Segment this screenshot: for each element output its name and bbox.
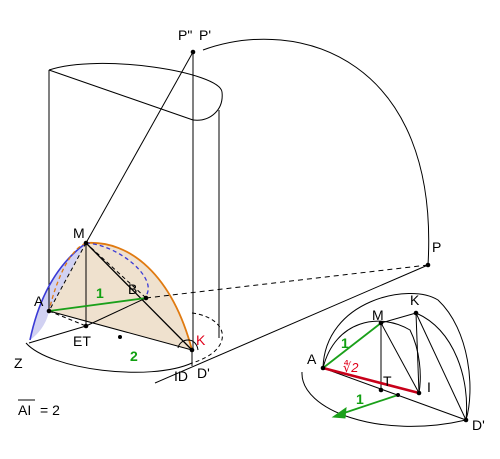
inset-line-M-I <box>380 322 420 394</box>
point-mid <box>118 335 122 339</box>
point-M <box>83 240 89 246</box>
formula-value: = 2 <box>40 402 60 418</box>
label-P1: P' <box>199 27 211 43</box>
blue-arc <box>29 242 87 341</box>
inset-base-arc <box>301 371 467 427</box>
blue-region <box>30 243 86 340</box>
inset-K-arc <box>415 312 468 421</box>
label-M-main: M <box>73 225 85 241</box>
line-Z-ET <box>28 325 87 344</box>
line-P2-M <box>85 51 194 244</box>
inset-green-A-M <box>322 322 382 369</box>
inset-label-M: M <box>372 307 384 323</box>
point-A <box>46 308 52 314</box>
inset-point-mid <box>396 393 400 397</box>
label-P2: P" <box>178 27 192 43</box>
label-D1-main: D' <box>197 365 210 381</box>
inset-outer-arc <box>322 293 471 421</box>
tan-region <box>49 242 192 350</box>
line-A-ID <box>48 310 193 351</box>
inset-green-arrow-line <box>337 394 399 416</box>
formula: AI = 2 <box>18 399 60 418</box>
base-ellipse-back <box>191 312 223 364</box>
point-B <box>143 295 149 301</box>
line-M-ID <box>85 242 193 351</box>
inset-point-M <box>378 320 384 326</box>
inset-label-I: I <box>427 379 431 395</box>
inset-construction: K M A T I D' 1 1 ∜2 <box>301 292 485 433</box>
label-P: P <box>432 239 441 255</box>
formula-segment: AI <box>18 402 31 418</box>
label-B: B <box>128 281 137 297</box>
label-K-main: K <box>196 332 206 348</box>
line-B-P-dashed <box>145 264 429 299</box>
cylinder-top-edge <box>48 69 194 121</box>
inset-point-I <box>416 390 422 396</box>
label-ET: ET <box>73 333 91 349</box>
orange-dashed-arc <box>48 242 87 312</box>
inset-point-A <box>320 365 326 371</box>
inset-red-A-I <box>322 366 420 395</box>
point-ET <box>83 323 89 329</box>
line-D-P <box>154 264 429 384</box>
inset-label-K: K <box>410 292 420 308</box>
inset-point-K <box>413 310 419 316</box>
inset-label-one-upper: 1 <box>341 335 349 351</box>
inset-line-K-I <box>415 312 420 394</box>
inset-line-M-K <box>380 312 417 324</box>
label-A-main: A <box>34 293 44 309</box>
blue-dashed-arc <box>85 242 149 298</box>
inset-label-A: A <box>307 351 317 367</box>
inset-label-fourth-root-2: ∜2 <box>343 359 359 375</box>
label-Z: Z <box>14 355 23 371</box>
inset-point-T <box>378 387 384 393</box>
line-ET-B <box>85 297 147 327</box>
main-construction: P" P' M A B K Z ET ID D' P 1 2 <box>14 27 441 384</box>
inset-point-D <box>463 417 469 423</box>
inset-inner-arc <box>322 320 421 394</box>
inset-line-K-D <box>415 312 467 421</box>
label-one-main: 1 <box>96 285 104 301</box>
point-P2 <box>190 49 196 55</box>
inset-line-A-D <box>322 367 467 421</box>
inset-green-arrowhead <box>331 406 347 419</box>
point-P <box>425 262 431 268</box>
label-two-main: 2 <box>130 348 138 364</box>
arc-P1-P <box>202 38 430 266</box>
label-ID: ID <box>174 368 188 384</box>
inset-label-T: T <box>383 373 392 389</box>
base-ellipse-front <box>25 342 193 373</box>
right-angle-mark <box>177 339 199 351</box>
point-ID <box>189 347 195 353</box>
cylinder-top-ellipse <box>48 62 223 121</box>
inset-label-D1: D' <box>472 417 485 433</box>
inset-label-one-lower: 1 <box>356 391 364 407</box>
orange-arc <box>85 242 193 351</box>
green-segment-AB <box>48 297 147 312</box>
line-M-A-dashed <box>48 242 87 312</box>
